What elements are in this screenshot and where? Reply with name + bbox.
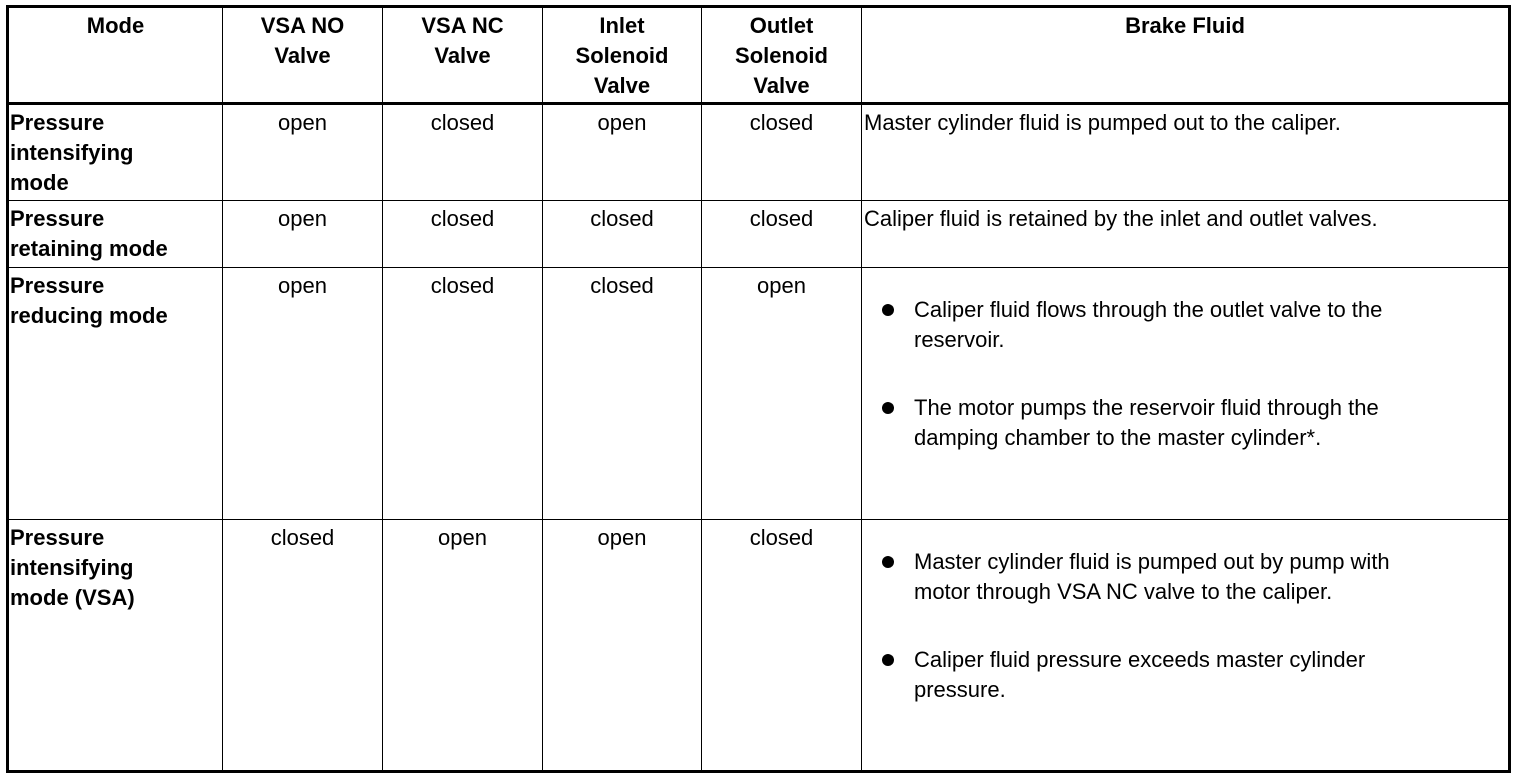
outlet-solenoid-valve-cell: closed <box>701 103 862 201</box>
header-line: Valve <box>274 43 331 68</box>
mode-line: Pressure <box>10 273 105 298</box>
bullet-dot-icon <box>882 304 894 316</box>
header-outlet-solenoid-valve: Outlet Solenoid Valve <box>701 6 862 105</box>
table-header: Mode VSA NO Valve VSA NC Valve Inlet Sol… <box>7 6 1510 105</box>
header-line: Valve <box>434 43 491 68</box>
outlet-solenoid-valve-cell: open <box>701 267 862 520</box>
brake-fluid-cell: Caliper fluid flows through the outlet v… <box>861 267 1510 520</box>
header-line: Solenoid <box>575 43 669 68</box>
mode-cell: Pressure intensifying mode <box>7 103 223 201</box>
mode-line: mode <box>10 170 69 195</box>
bullet-line: Caliper fluid pressure exceeds master cy… <box>914 647 1366 672</box>
mode-line: Pressure <box>10 525 105 550</box>
brake-fluid-cell: Caliper fluid is retained by the inlet a… <box>861 200 1510 268</box>
bullet-text: Caliper fluid pressure exceeds master cy… <box>914 645 1506 705</box>
bullet-line: The motor pumps the reservoir fluid thro… <box>914 395 1379 420</box>
outlet-solenoid-valve-cell: closed <box>701 200 862 268</box>
brake-fluid-bullet-list: Master cylinder fluid is pumped out by p… <box>864 547 1506 705</box>
header-line: Valve <box>593 73 651 98</box>
mode-cell: Pressure intensifying mode (VSA) <box>7 519 223 772</box>
vsa-nc-valve-cell: closed <box>382 267 543 520</box>
vsa-nc-valve-cell: open <box>382 519 543 772</box>
header-line: VSA NO <box>260 13 345 38</box>
outlet-solenoid-valve-cell: closed <box>701 519 862 772</box>
bullet-line: damping chamber to the master cylinder*. <box>914 425 1322 450</box>
header-line: Solenoid <box>735 43 828 68</box>
vsa-no-valve-cell: open <box>222 103 383 201</box>
mode-line: Pressure <box>10 110 105 135</box>
bullet-line: reservoir. <box>914 327 1005 352</box>
bullet-line: Caliper fluid flows through the outlet v… <box>914 297 1383 322</box>
header-row: Mode VSA NO Valve VSA NC Valve Inlet Sol… <box>7 6 1510 105</box>
valve-mode-table: Mode VSA NO Valve VSA NC Valve Inlet Sol… <box>6 5 1511 773</box>
header-line: VSA NC <box>421 13 504 38</box>
mode-line: retaining mode <box>10 236 168 261</box>
inlet-solenoid-valve-cell: closed <box>542 267 702 520</box>
mode-line: Pressure <box>10 206 105 231</box>
bullet-dot-icon <box>882 556 894 568</box>
bullet-item: Caliper fluid pressure exceeds master cy… <box>864 645 1506 705</box>
header-inlet-solenoid-valve: Inlet Solenoid Valve <box>542 6 702 105</box>
bullet-dot-icon <box>882 654 894 666</box>
brake-fluid-text: Caliper fluid is retained by the inlet a… <box>864 206 1378 231</box>
vsa-nc-valve-cell: closed <box>382 103 543 201</box>
vsa-no-valve-cell: closed <box>222 519 383 772</box>
bullet-item: Master cylinder fluid is pumped out by p… <box>864 547 1506 621</box>
bullet-line: pressure. <box>914 677 1006 702</box>
header-vsa-no-valve: VSA NO Valve <box>222 6 383 105</box>
bullet-text: Master cylinder fluid is pumped out by p… <box>914 547 1506 621</box>
header-brake-fluid-text: Brake Fluid <box>1125 13 1245 38</box>
inlet-solenoid-valve-cell: open <box>542 103 702 201</box>
mode-cell: Pressure reducing mode <box>7 267 223 520</box>
brake-fluid-bullet-list: Caliper fluid flows through the outlet v… <box>864 295 1506 453</box>
mode-line: reducing mode <box>10 303 168 328</box>
vsa-no-valve-cell: open <box>222 200 383 268</box>
header-line: Inlet <box>599 13 645 38</box>
header-vsa-nc-valve: VSA NC Valve <box>382 6 543 105</box>
bullet-line: motor through VSA NC valve to the calipe… <box>914 579 1333 604</box>
header-line: Valve <box>753 73 810 98</box>
inlet-solenoid-valve-cell: closed <box>542 200 702 268</box>
vsa-nc-valve-cell: closed <box>382 200 543 268</box>
mode-line: intensifying <box>10 140 134 165</box>
bullet-item: Caliper fluid flows through the outlet v… <box>864 295 1506 369</box>
mode-line: intensifying <box>10 555 134 580</box>
bullet-item: The motor pumps the reservoir fluid thro… <box>864 393 1506 453</box>
header-mode: Mode <box>7 6 223 105</box>
inlet-solenoid-valve-cell: open <box>542 519 702 772</box>
header-brake-fluid: Brake Fluid <box>861 6 1510 105</box>
header-mode-text: Mode <box>86 13 145 38</box>
brake-fluid-cell: Master cylinder fluid is pumped out by p… <box>861 519 1510 772</box>
bullet-line: Master cylinder fluid is pumped out by p… <box>914 549 1390 574</box>
header-line: Outlet <box>749 13 814 38</box>
brake-fluid-cell: Master cylinder fluid is pumped out to t… <box>861 103 1510 201</box>
bullet-dot-icon <box>882 402 894 414</box>
mode-cell: Pressure retaining mode <box>7 200 223 268</box>
bullet-text: The motor pumps the reservoir fluid thro… <box>914 393 1506 453</box>
mode-line: mode (VSA) <box>10 585 135 610</box>
vsa-no-valve-cell: open <box>222 267 383 520</box>
brake-fluid-text: Master cylinder fluid is pumped out to t… <box>864 110 1341 135</box>
bullet-text: Caliper fluid flows through the outlet v… <box>914 295 1506 369</box>
